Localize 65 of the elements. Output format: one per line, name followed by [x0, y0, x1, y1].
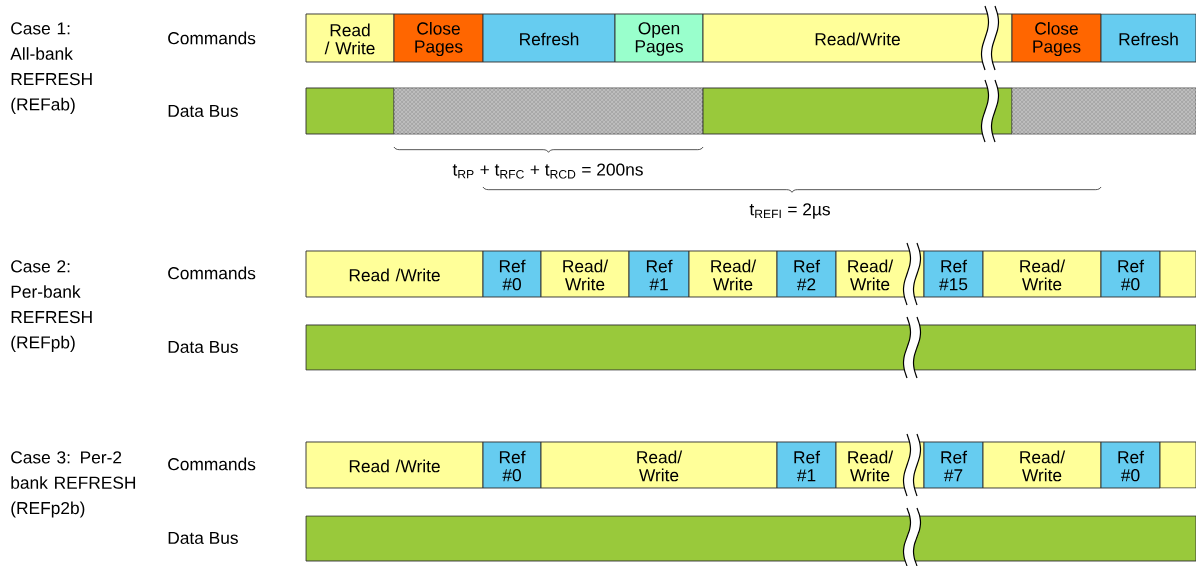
data-bus-bar: [305, 324, 1196, 371]
cell-text: Ref #0: [499, 259, 526, 291]
command-cell: [305, 250, 484, 298]
command-cell: [1159, 250, 1196, 298]
case-label: Case 1: All-bank REFRESH (REFab): [10, 22, 92, 114]
command-cell: [776, 250, 837, 298]
cell-text: Read/ Write: [1020, 259, 1066, 291]
command-cell: [305, 441, 484, 489]
cell-text: Ref #2: [794, 259, 820, 291]
cell-text: Read/ Write: [711, 259, 757, 291]
cell-text: Read /Write: [349, 268, 440, 282]
cell-text: Ref #0: [1118, 450, 1144, 482]
cell-text: Read/ Write: [848, 450, 894, 482]
command-cell: [688, 250, 778, 298]
row-label: Commands: [168, 457, 256, 471]
data-bus-bar: [305, 87, 395, 135]
cell-text: Read/Write: [815, 32, 900, 46]
cell-text: Close Pages: [1033, 21, 1081, 57]
command-cell: [776, 441, 837, 489]
timing-label: t$_{REFI}$ = 2µs: [749, 203, 830, 219]
command-cell: [982, 441, 1102, 489]
cell-text: Read / Write: [324, 23, 375, 55]
cell-text: Read/ Write: [563, 259, 609, 291]
cell-text: Ref #0: [499, 450, 526, 482]
row-label: Data Bus: [168, 531, 238, 545]
command-cell: [482, 441, 542, 489]
cell-text: Close Pages: [415, 21, 463, 57]
case-label: Case 3: Per-2 bank REFRESH (REFp2b): [11, 451, 136, 518]
command-cell: [702, 13, 1013, 63]
command-cell: [923, 250, 984, 298]
cell-text: Read/ Write: [848, 259, 894, 291]
command-cell: [1100, 250, 1161, 298]
command-cell: [305, 13, 395, 63]
cell-text: Ref #0: [1118, 259, 1144, 291]
command-cell: [628, 250, 690, 298]
cell-text: Ref #7: [941, 450, 967, 482]
command-cell: [923, 441, 984, 489]
row-label: Commands: [168, 31, 256, 45]
command-cell: [482, 13, 616, 63]
data-bus-bar: [305, 515, 1196, 562]
command-cell: [540, 441, 778, 489]
command-cell: [1100, 441, 1161, 489]
cell-text: Read/ Write: [1020, 450, 1066, 482]
cell-text: Ref #1: [646, 259, 673, 291]
timing-label: t$_{RP}$ + t$_{RFC}$ + t$_{RCD}$ = 200ns: [452, 163, 643, 179]
command-cell: [482, 250, 542, 298]
command-cell: [1011, 13, 1102, 63]
command-cell: [1159, 441, 1196, 489]
command-cell: [614, 13, 704, 63]
cell-text: Refresh: [520, 32, 579, 46]
command-cell: [393, 13, 484, 63]
cell-text: Refresh: [1119, 32, 1178, 46]
cell-text: Read /Write: [349, 459, 440, 473]
cell-text: Read/ Write: [637, 450, 683, 482]
cell-text: Ref #15: [939, 259, 968, 291]
row-label: Commands: [168, 266, 256, 280]
cell-text: Ref #1: [794, 450, 820, 482]
case-label: Case 2: Per-bank REFRESH (REFpb): [11, 260, 92, 352]
command-cell: [540, 250, 630, 298]
cell-text: Open Pages: [635, 22, 683, 56]
command-cell: [982, 250, 1102, 298]
row-label: Data Bus: [168, 104, 238, 118]
data-bus-bar: [702, 87, 1013, 135]
row-label: Data Bus: [168, 340, 238, 354]
command-cell: [1100, 13, 1196, 63]
